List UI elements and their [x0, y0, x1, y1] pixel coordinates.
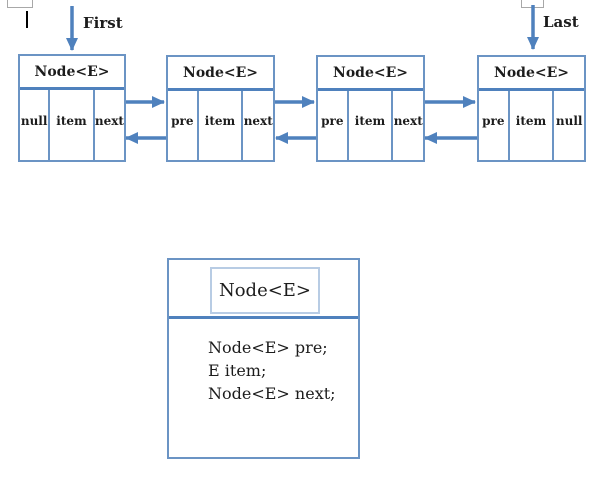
node-1-cell-next: next	[92, 90, 124, 160]
text-cursor	[26, 11, 28, 28]
node-1-cell-item: item	[48, 90, 92, 160]
node-3-cell-item: item	[346, 91, 392, 160]
first-pointer-label: First	[83, 14, 123, 32]
textbox-anchor-left	[7, 0, 33, 8]
node-2-cell-pre: pre	[171, 114, 194, 128]
node-3-title: Node<E>	[318, 57, 423, 91]
class-header: Node<E>	[169, 260, 358, 319]
node-4-cell-item: item	[507, 91, 553, 160]
last-pointer-label: Last	[543, 13, 579, 31]
node-2-cells: pre item next	[168, 91, 273, 160]
linked-node-4: Node<E> pre item null	[477, 55, 586, 162]
class-title: Node<E>	[210, 267, 320, 314]
node-1-title: Node<E>	[20, 56, 124, 90]
node-3-cell-next: next	[391, 91, 423, 160]
node-1-cell-null: null	[20, 113, 48, 128]
node-class-definition-box: Node<E> Node<E> pre; E item; Node<E> nex…	[167, 258, 360, 459]
node-3-cell-pre: pre	[321, 114, 344, 128]
node-3-cells: pre item next	[318, 91, 423, 160]
node-4-cell-null: null	[552, 91, 584, 160]
node-2-cell-next: next	[241, 91, 273, 160]
node-4-title: Node<E>	[479, 57, 584, 91]
node-1-cells: null item next	[20, 90, 124, 160]
node-4-cell-pre: pre	[482, 114, 505, 128]
class-field-next: Node<E> next;	[208, 384, 336, 403]
class-field-item: E item;	[208, 361, 267, 380]
linked-node-1: Node<E> null item next	[18, 54, 126, 162]
node-2-title: Node<E>	[168, 57, 273, 91]
node-2-cell-item: item	[196, 91, 242, 160]
node-4-cells: pre item null	[479, 91, 584, 160]
textbox-anchor-right	[521, 0, 544, 8]
linked-node-3: Node<E> pre item next	[316, 55, 425, 162]
class-field-pre: Node<E> pre;	[208, 338, 328, 357]
class-fields: Node<E> pre; E item; Node<E> next;	[169, 319, 358, 405]
linked-node-2: Node<E> pre item next	[166, 55, 275, 162]
